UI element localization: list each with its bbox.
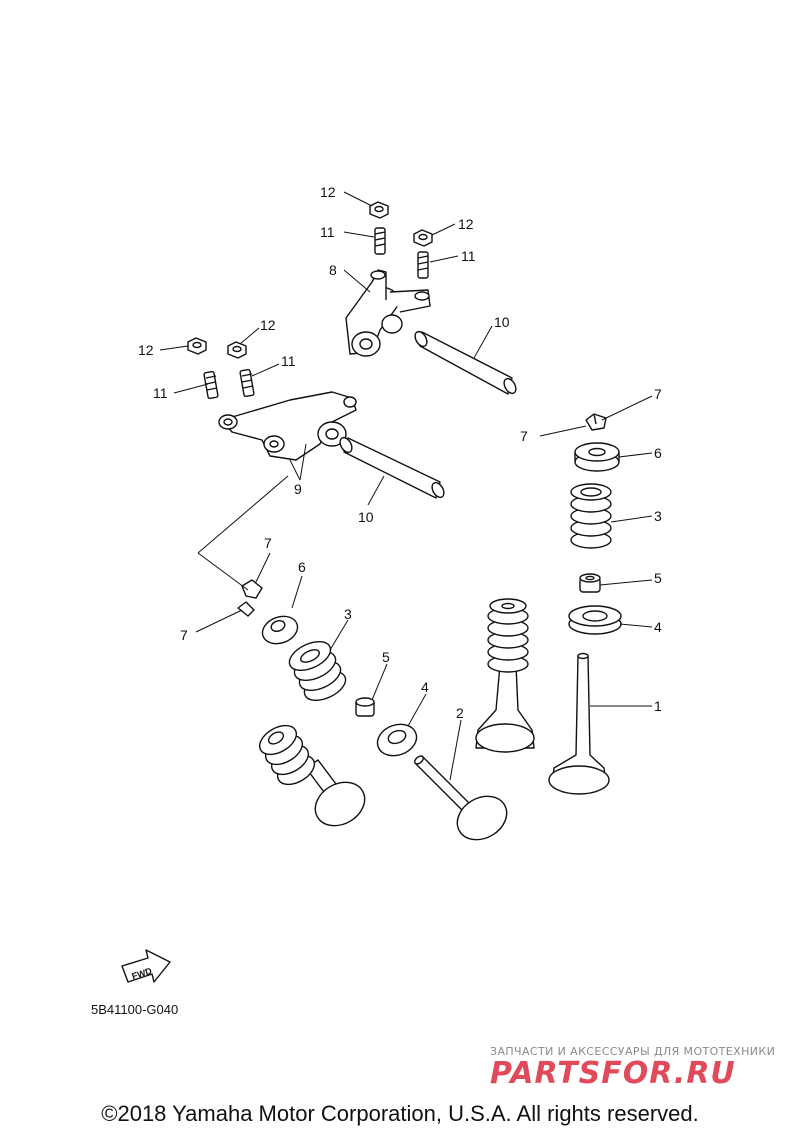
callout-1: 1: [654, 698, 662, 714]
fwd-arrow-icon: [121, 949, 171, 983]
callout-8: 8: [329, 262, 337, 278]
callout-5: 5: [654, 570, 662, 586]
valve-stem-seal-left: [355, 697, 375, 717]
rocker-arm-upper: [345, 269, 431, 357]
valve-cotter-right: [585, 413, 607, 431]
callout-11: 11: [461, 248, 476, 264]
callout-4: 4: [654, 619, 662, 635]
callout-4: 4: [421, 679, 429, 695]
spring-seat-left: [376, 723, 418, 757]
spring-retainer-left: [261, 615, 299, 645]
spring-retainer-right: [574, 442, 620, 472]
callout-7: 7: [264, 535, 272, 551]
valve-spring-right: [570, 483, 612, 549]
spring-seat-right: [568, 605, 622, 635]
callout-11: 11: [153, 385, 168, 401]
callout-2: 2: [456, 705, 464, 721]
callout-7: 7: [520, 428, 528, 444]
callout-12: 12: [260, 317, 276, 333]
callout-5: 5: [382, 649, 390, 665]
callout-11: 11: [320, 224, 335, 240]
callout-10: 10: [494, 314, 510, 330]
part-code: 5B41100-G040: [91, 1002, 179, 1017]
rocker-shaft-upper: [414, 330, 517, 395]
adjusting-screws: [203, 227, 429, 400]
callout-11: 11: [281, 353, 296, 369]
valve-assembled-left: [258, 724, 366, 827]
callout-12: 12: [320, 184, 336, 200]
intake-valve: [548, 652, 610, 795]
valve-stem-seal-right: [579, 573, 601, 593]
callout-3: 3: [654, 508, 662, 524]
callout-7: 7: [180, 627, 188, 643]
callout-7: 7: [654, 386, 662, 402]
callout-3: 3: [344, 606, 352, 622]
callout-12: 12: [458, 216, 474, 232]
callout-9: 9: [294, 481, 302, 497]
valve-cotter-left: [237, 579, 263, 617]
watermark-logo: PARTSFOR.RU: [490, 1056, 736, 1091]
lock-nuts: [187, 201, 433, 359]
exhaust-valve: [414, 755, 508, 841]
copyright-notice: ©2018 Yamaha Motor Corporation, U.S.A. A…: [101, 1101, 699, 1126]
callout-6: 6: [298, 559, 306, 575]
callout-12: 12: [138, 342, 154, 358]
rocker-arm-lower: [218, 391, 357, 461]
leader-lines: [159, 191, 653, 781]
watermark-tagline: ЗАПЧАСТИ И АКСЕССУАРЫ ДЛЯ МОТОТЕХНИКИ: [490, 1045, 776, 1058]
callout-10: 10: [358, 509, 374, 525]
callout-6: 6: [654, 445, 662, 461]
rocker-shaft-lower: [339, 436, 445, 499]
valve-assembled-right: [475, 598, 535, 753]
valve-spring-left: [288, 640, 347, 702]
